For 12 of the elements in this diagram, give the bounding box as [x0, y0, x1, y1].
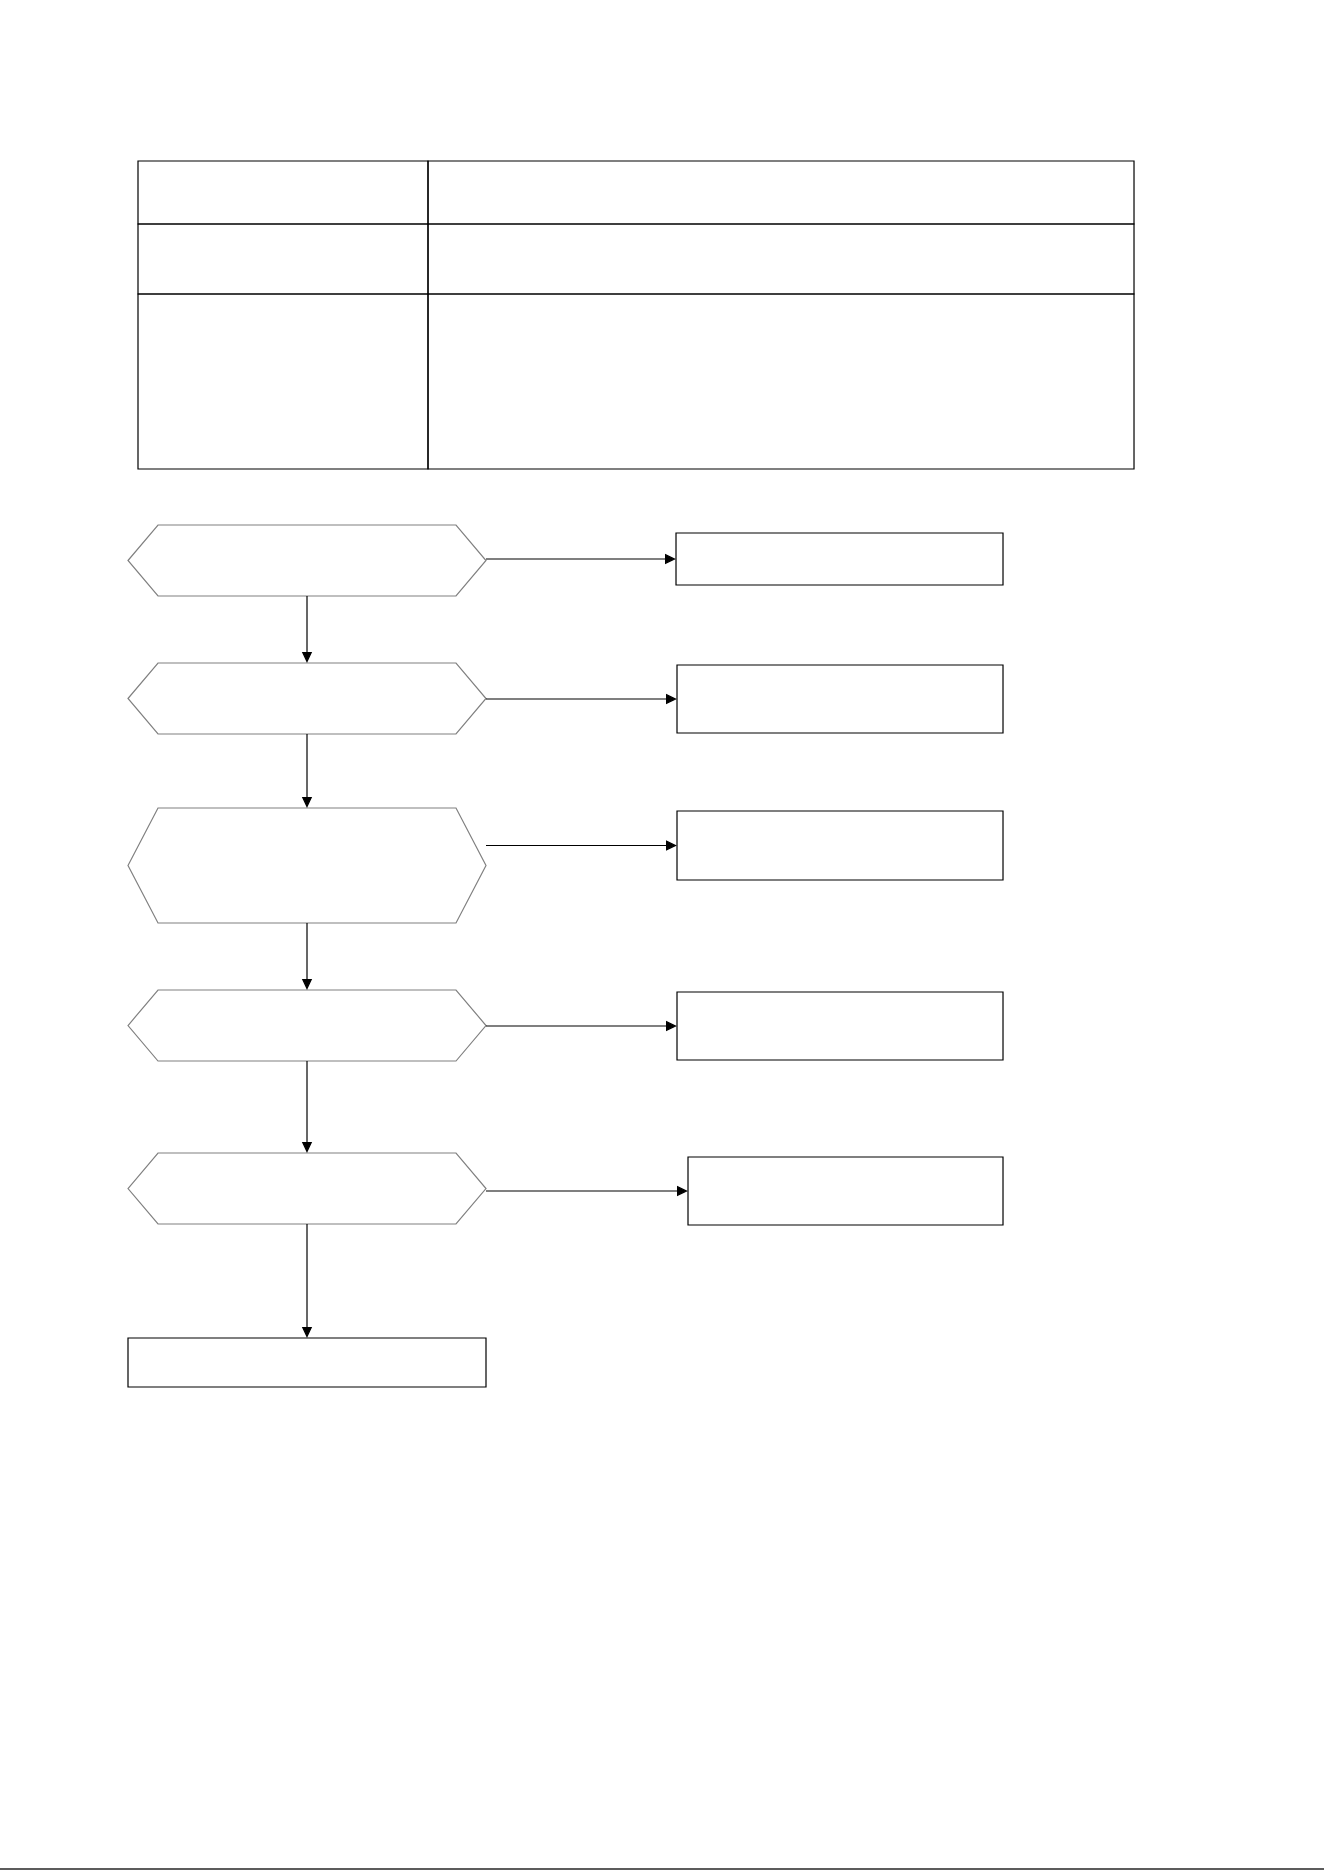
decision-hexagon [127, 1152, 487, 1225]
decision-hexagon [127, 524, 487, 597]
process-box [676, 991, 1004, 1061]
process-box [127, 1337, 487, 1388]
process-box [687, 1156, 1004, 1226]
decision-hexagon [127, 989, 487, 1062]
process-box [676, 664, 1004, 734]
process-box [675, 532, 1004, 586]
process-box [676, 810, 1004, 881]
decision-hexagon [127, 662, 487, 735]
arrow [485, 840, 677, 851]
decision-hexagon [127, 807, 487, 924]
